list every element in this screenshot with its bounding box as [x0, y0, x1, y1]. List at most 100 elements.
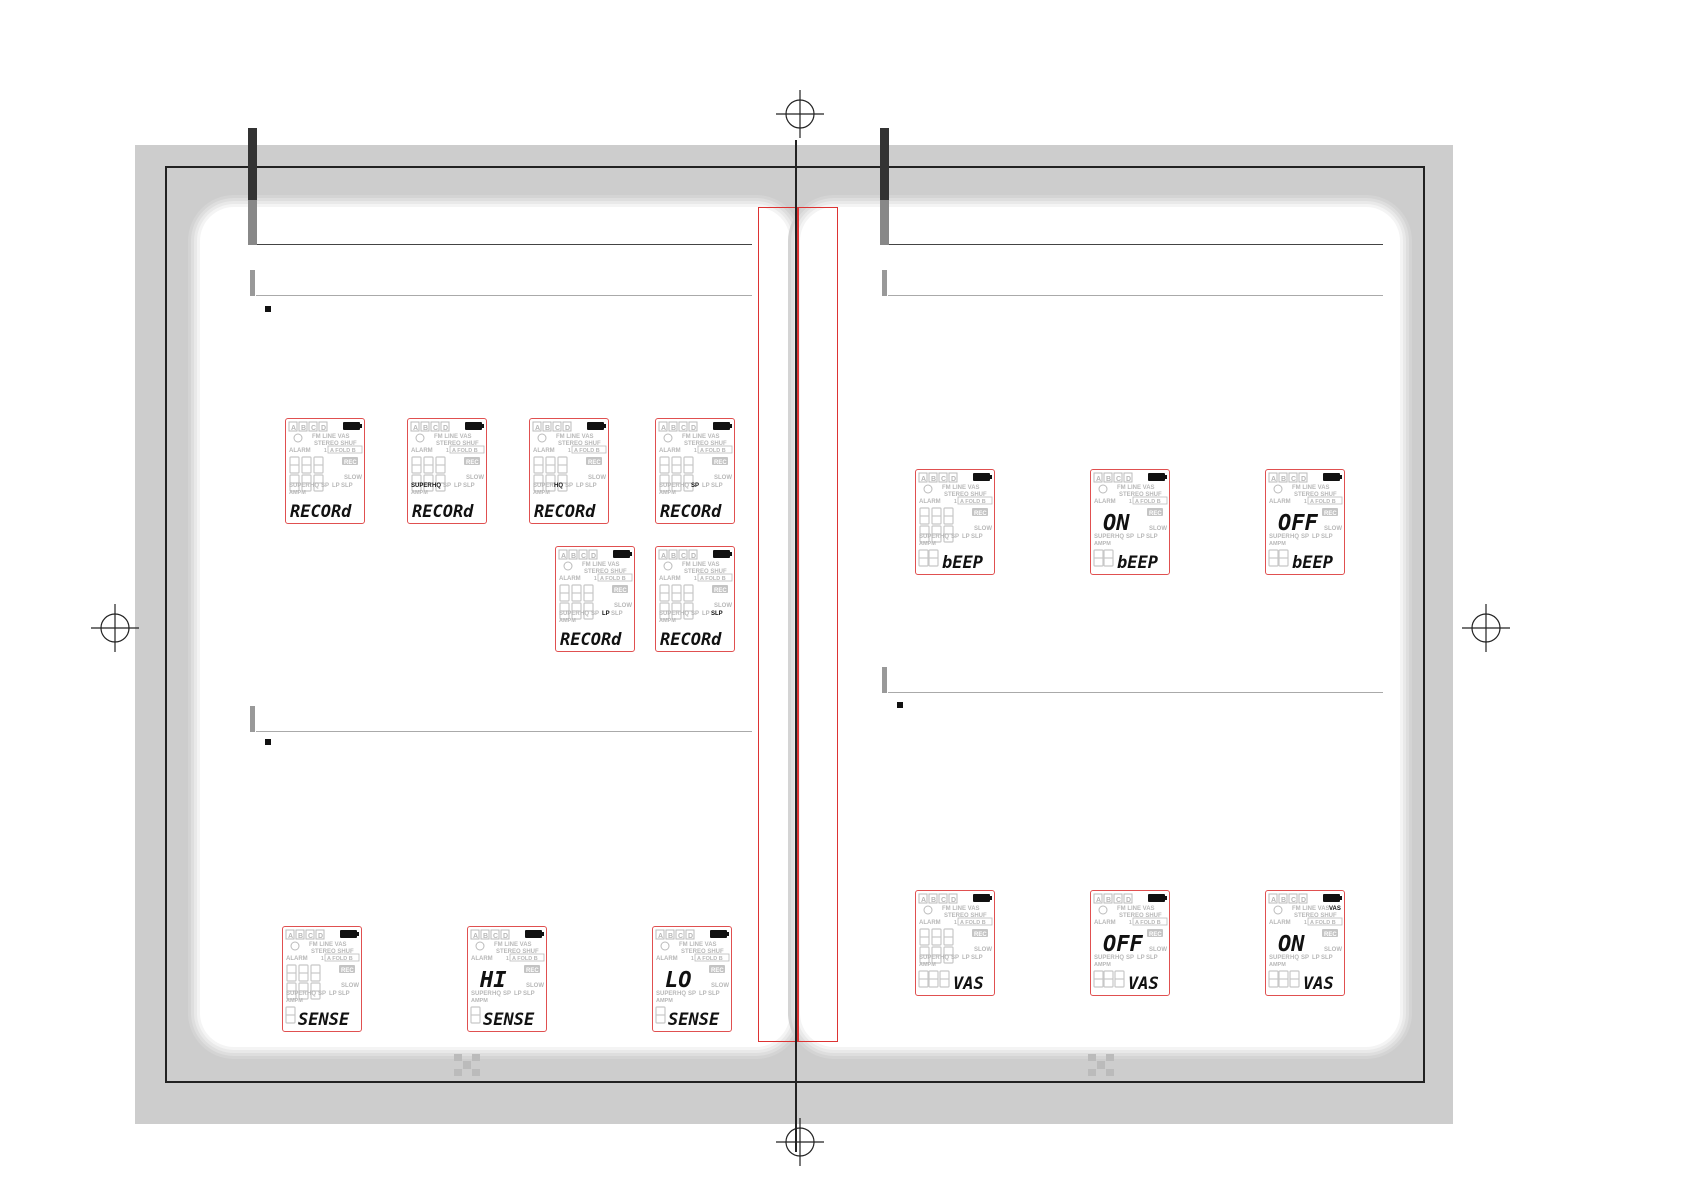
lcd-mode-slp: SLP	[585, 483, 597, 489]
lcd-letter-d: D	[1126, 897, 1131, 904]
lcd-letter-c: C	[308, 933, 313, 940]
left-section-bar-1	[250, 270, 255, 296]
lcd-one-label: 1	[694, 576, 697, 582]
lcd-mode-lp: LP	[454, 483, 462, 489]
lcd-letter-d: D	[321, 425, 326, 432]
lcd-rec-label: REC	[588, 460, 601, 466]
lcd-alarm-label: ALARM	[533, 448, 555, 454]
lcd-row1-label: FM LINE VAS	[682, 434, 720, 440]
left-header-rule	[257, 244, 752, 245]
lcd-mode-lp: LP	[1312, 534, 1320, 540]
lcd-mode-hq: HQ	[677, 991, 686, 997]
lcd-mode-lp: LP	[702, 483, 710, 489]
lcd-letter-d: D	[691, 553, 696, 560]
lcd-alarm-label: ALARM	[919, 920, 941, 926]
lcd-one-label: 1	[694, 448, 697, 454]
lcd-main-readout: OFF	[1278, 511, 1318, 536]
lcd-slow-label: SLOW	[466, 475, 484, 481]
lcd-bottom-readout: VAS	[1128, 974, 1159, 994]
lcd-letter-c: C	[1291, 897, 1296, 904]
lcd-ampm-label: AMPM	[471, 998, 488, 1004]
lcd-folder-label: A FOLD B	[512, 956, 538, 962]
lcd-letter-a: A	[561, 553, 566, 560]
lcd-letter-c: C	[1116, 476, 1121, 483]
lcd-row2-label: STEREO SHUF	[1119, 913, 1162, 919]
lcd-ampm-label: AMPM	[289, 490, 306, 496]
lcd-mode-super: SUPER	[1269, 534, 1290, 540]
lcd-ampm-label: AMPM	[1094, 541, 1111, 547]
lcd-letter-a: A	[1271, 897, 1276, 904]
lcd-row1-label: FM LINE VAS	[679, 942, 717, 948]
lcd-row1-label: FM LINE VAS	[1292, 906, 1330, 912]
lcd-letter-a: A	[288, 933, 293, 940]
lcd-alarm-label: ALARM	[1094, 920, 1116, 926]
lcd-one-label: 1	[324, 448, 327, 454]
lcd-row1-label: FM LINE VAS	[434, 434, 472, 440]
right-chapter-tab-shade	[880, 200, 889, 245]
lcd-letter-b: B	[668, 933, 673, 940]
lcd-bottom-readout: RECORd	[412, 502, 474, 522]
lcd-letter-d: D	[1301, 897, 1306, 904]
lcd-mode-hq: HQ	[940, 534, 949, 540]
right-section-rule-1	[888, 295, 1383, 296]
lcd-letter-a: A	[1096, 476, 1101, 483]
lcd-mode-super: SUPER	[1269, 955, 1290, 961]
lcd-letter-b: B	[1106, 476, 1111, 483]
lcd-mode-slp: SLP	[338, 991, 350, 997]
lcd-mode-hq: HQ	[1290, 534, 1299, 540]
lcd-alarm-label: ALARM	[659, 576, 681, 582]
lcd-mode-super: SUPER	[286, 991, 307, 997]
lcd-mode-lp: LP	[514, 991, 522, 997]
lcd-letter-d: D	[318, 933, 323, 940]
lcd-letter-d: D	[565, 425, 570, 432]
lcd-row1-label: FM LINE VAS	[309, 942, 347, 948]
lcd-row1-label: FM LINE VAS	[556, 434, 594, 440]
lcd-row1-label: FM LINE VAS	[1117, 485, 1155, 491]
left-section-rule-1	[256, 295, 752, 296]
right-bullet-1	[897, 702, 903, 708]
lcd-mode-sp: SP	[691, 611, 699, 617]
lcd-mode-lp: LP	[329, 991, 337, 997]
lcd-alarm-label: ALARM	[1269, 920, 1291, 926]
lcd-letter-a: A	[1096, 897, 1101, 904]
lcd-letter-d: D	[691, 425, 696, 432]
lcd-mode-super: SUPER	[659, 611, 680, 617]
lcd-mode-lp: LP	[699, 991, 707, 997]
lcd-mode-lp: LP	[602, 611, 610, 617]
lcd-ampm-label: AMPM	[919, 541, 936, 547]
lcd-ampm-label: AMPM	[559, 618, 576, 624]
lcd-alarm-label: ALARM	[659, 448, 681, 454]
lcd-mode-sp: SP	[321, 483, 329, 489]
lcd-alarm-label: ALARM	[1269, 499, 1291, 505]
lcd-mode-slp: SLP	[1146, 955, 1158, 961]
crosshair-bottom-icon	[776, 1118, 824, 1166]
lcd-one-label: 1	[1304, 920, 1307, 926]
lcd-bottom-readout: SENSE	[298, 1010, 350, 1030]
lcd-vas-indicator: VAS	[1329, 906, 1341, 912]
lcd-one-label: 1	[321, 956, 324, 962]
lcd-slow-label: SLOW	[1324, 526, 1342, 532]
lcd-mode-super: SUPER	[559, 611, 580, 617]
lcd-folder-label: A FOLD B	[327, 956, 353, 962]
lcd-mode-lp: LP	[962, 955, 970, 961]
lcd-mode-hq: HQ	[940, 955, 949, 961]
lcd-slow-label: SLOW	[588, 475, 606, 481]
lcd-mode-hq: HQ	[1290, 955, 1299, 961]
spine-line	[795, 140, 797, 1152]
lcd-alarm-label: ALARM	[919, 499, 941, 505]
lcd-folder-label: A FOLD B	[700, 448, 726, 454]
lcd-folder-label: A FOLD B	[1135, 499, 1161, 505]
crosshair-right-icon	[1462, 604, 1510, 652]
lcd-letter-b: B	[571, 553, 576, 560]
lcd-letter-a: A	[921, 897, 926, 904]
lcd-main-readout: HI	[479, 968, 507, 993]
lcd-mode-sp: SP	[318, 991, 326, 997]
lcd-letter-c: C	[1116, 897, 1121, 904]
lcd-letter-a: A	[661, 553, 666, 560]
lcd-rec-label: REC	[1324, 932, 1337, 938]
lcd-mode-super: SUPER	[411, 483, 432, 489]
